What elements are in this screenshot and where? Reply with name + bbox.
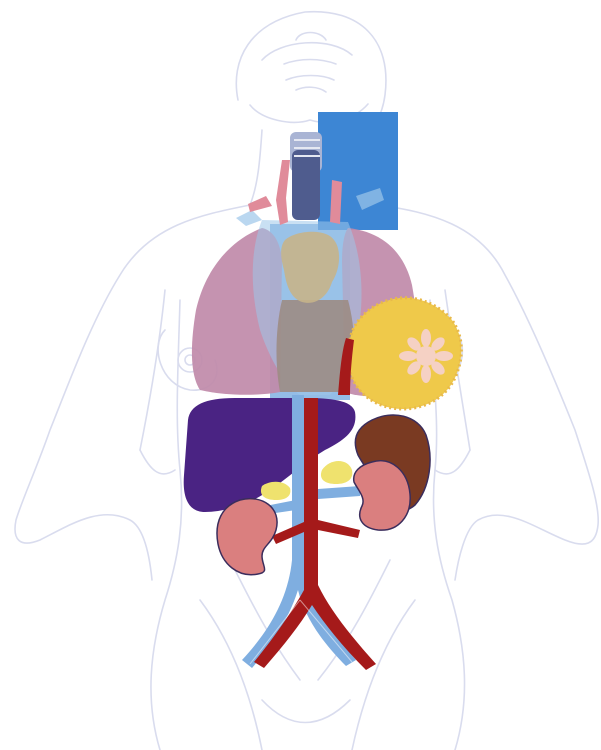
thyroid-region	[318, 112, 398, 230]
trachea	[290, 132, 322, 220]
left-adrenal-gland	[321, 461, 352, 484]
right-adrenal-gland	[261, 482, 290, 500]
left-kidney	[354, 461, 410, 530]
right-kidney	[217, 499, 277, 575]
neck-outline	[250, 130, 262, 205]
renal-artery	[318, 520, 360, 538]
tumor-mass	[348, 298, 461, 409]
carotid-artery	[276, 160, 290, 225]
